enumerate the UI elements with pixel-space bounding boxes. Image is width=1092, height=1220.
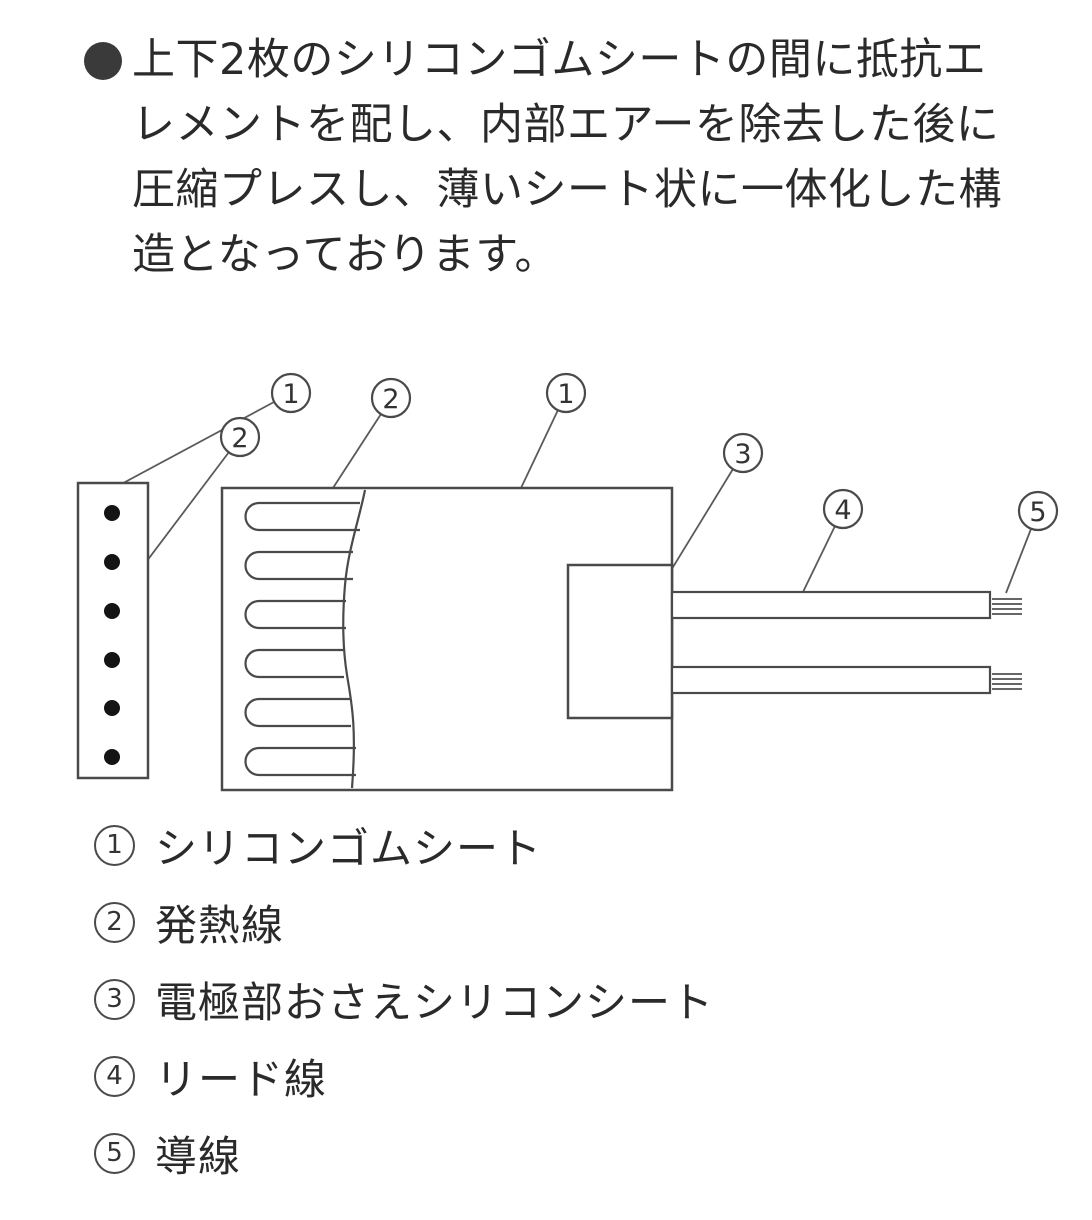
legend-number: 1 xyxy=(106,830,123,860)
legend-item-silicone-sheet: 1 シリコンゴムシート xyxy=(94,822,714,873)
heating-element-bar xyxy=(244,648,344,679)
heating-element-bar xyxy=(244,697,351,728)
lead-wire-lower xyxy=(670,665,992,695)
legend-number: 2 xyxy=(106,907,123,937)
legend-number: 4 xyxy=(106,1061,123,1091)
legend-label: 発熱線 xyxy=(155,900,285,950)
intro-paragraph: 上下2枚のシリコンゴムシートの間に抵抗エ レメントを配し、内部エアーを除去した後… xyxy=(84,28,1064,288)
callout-silicone-sheet: 1 xyxy=(545,372,587,414)
legend-number-badge: 2 xyxy=(94,901,135,943)
callout-number: 2 xyxy=(382,384,399,415)
heating-wire-dot xyxy=(104,554,120,570)
callout-conductor: 5 xyxy=(1017,490,1059,532)
legend-label: シリコンゴムシート xyxy=(155,823,543,873)
callout-circle xyxy=(722,432,764,474)
conductor-strands-upper xyxy=(992,598,1022,615)
intro-line: 造となっております。 xyxy=(132,230,558,280)
sheet-cross-section xyxy=(76,481,150,780)
intro-text: 上下2枚のシリコンゴムシートの間に抵抗エ レメントを配し、内部エアーを除去した後… xyxy=(132,28,1002,288)
heating-wire-dot xyxy=(104,652,120,668)
callout-number: 5 xyxy=(1029,497,1046,528)
callout-circle xyxy=(219,416,261,458)
heating-element-bar xyxy=(244,501,360,532)
callout-heating-wire-left: 2 xyxy=(219,416,261,458)
heating-wire-dot xyxy=(104,700,120,716)
legend-number-badge: 5 xyxy=(94,1132,135,1174)
callout-lead-wire: 4 xyxy=(822,488,864,530)
intro-line: レメントを配し、内部エアーを除去した後に xyxy=(132,100,1000,150)
leader-line-conductor xyxy=(1005,528,1032,594)
legend-item-electrode-sheet: 3 電極部おさえシリコンシート xyxy=(94,976,714,1027)
heating-element-bar xyxy=(244,599,346,630)
legend: 1 シリコンゴムシート 2 発熱線 3 電極部おさえシリコンシート 4 リード線… xyxy=(94,822,714,1207)
heating-wire-dot xyxy=(104,505,120,521)
legend-number-badge: 1 xyxy=(94,824,135,866)
callout-number: 1 xyxy=(282,379,299,410)
callout-silicone-sheet-left: 1 xyxy=(270,372,312,414)
break-line xyxy=(342,489,367,789)
intro-line: 圧縮プレスし、薄いシート状に一体化した構 xyxy=(132,165,1002,215)
cross-section-wire-dots xyxy=(104,505,120,765)
callout-electrode-sheet: 3 xyxy=(722,432,764,474)
legend-item-conductor: 5 導線 xyxy=(94,1130,714,1181)
legend-number: 5 xyxy=(106,1138,123,1168)
callout-number: 3 xyxy=(734,439,751,470)
leader-line-lead-wire xyxy=(802,525,836,593)
lead-wire-upper xyxy=(670,590,992,620)
callout-number: 1 xyxy=(557,379,574,410)
heating-wire-dot xyxy=(104,749,120,765)
callout-heating-wire: 2 xyxy=(370,377,412,419)
legend-label: 導線 xyxy=(155,1131,242,1181)
bullet-icon xyxy=(84,42,122,80)
legend-label: 電極部おさえシリコンシート xyxy=(155,977,715,1027)
heating-wire-dot xyxy=(104,603,120,619)
callout-circle xyxy=(1017,490,1059,532)
callout-circle xyxy=(822,488,864,530)
callout-number: 4 xyxy=(834,495,851,526)
legend-number: 3 xyxy=(106,984,123,1014)
heating-element-bar xyxy=(244,746,356,777)
legend-number-badge: 3 xyxy=(94,978,135,1020)
leader-line-silicone-sheet xyxy=(520,409,559,489)
legend-item-lead-wire: 4 リード線 xyxy=(94,1053,714,1104)
callout-circle xyxy=(270,372,312,414)
legend-item-heating-wire: 2 発熱線 xyxy=(94,899,714,950)
heating-element-bar xyxy=(244,550,353,581)
intro-line: 上下2枚のシリコンゴムシートの間に抵抗エ xyxy=(132,35,987,85)
heater-structure-diagram: 1 2 2 1 3 4 5 xyxy=(76,372,1059,792)
callout-circle xyxy=(545,372,587,414)
electrode-press-sheet xyxy=(566,563,674,720)
callout-circle xyxy=(370,377,412,419)
conductor-strands-lower xyxy=(992,673,1022,690)
heating-element xyxy=(244,489,367,789)
legend-number-badge: 4 xyxy=(94,1055,135,1097)
callout-number: 2 xyxy=(231,423,248,454)
legend-label: リード線 xyxy=(155,1054,328,1104)
